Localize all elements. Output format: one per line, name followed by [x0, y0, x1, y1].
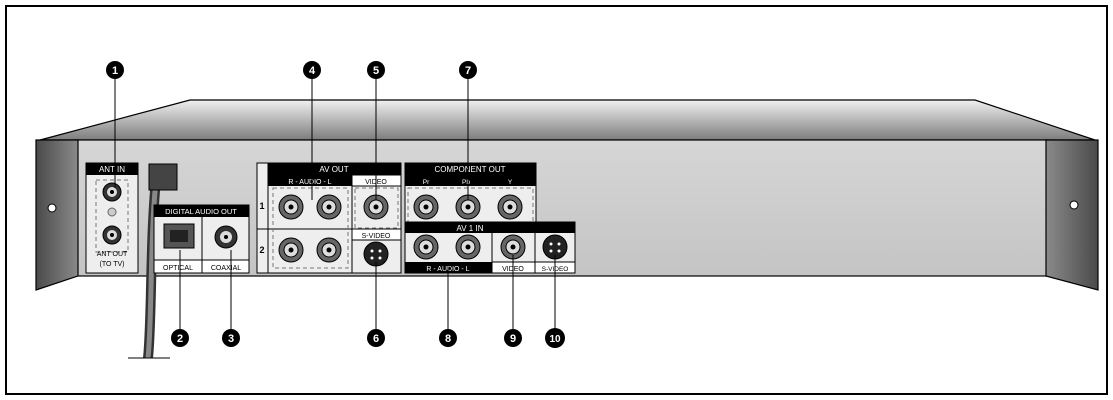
callout-4: 4 [303, 61, 321, 79]
right-screw-hole [1069, 200, 1079, 210]
av-out-row-2: 2 [259, 245, 264, 255]
av-out-2-audio-l [316, 237, 342, 263]
av1-audio-footer [405, 262, 492, 273]
av-out-label: AV OUT [319, 165, 348, 174]
svg-text:4: 4 [309, 65, 316, 77]
svg-text:3: 3 [228, 333, 234, 345]
av1-audio-label: R - AUDIO - L [426, 266, 469, 273]
callout-1: 1 [106, 61, 124, 79]
left-bracket [35, 139, 79, 291]
digital-audio-header [154, 205, 249, 217]
av-out-audio-dashed [272, 187, 349, 269]
optical-port-inner [170, 230, 188, 242]
coaxial-port [214, 225, 238, 249]
svg-text:7: 7 [465, 65, 471, 77]
component-out-subheader [405, 175, 536, 186]
svg-text:2: 2 [177, 333, 183, 345]
digital-audio-out-label: DIGITAL AUDIO OUT [165, 207, 237, 216]
ant-out-sub-label: (TO TV) [99, 261, 124, 268]
component-out-header [405, 163, 536, 175]
coaxial-label: COAXIAL [211, 265, 241, 272]
component-pr-label: Pr [423, 179, 430, 186]
av-out-1-video [363, 194, 389, 220]
av-out-svideo-label: S-VIDEO [362, 233, 391, 240]
callout-3: 3 [222, 329, 240, 347]
ant-out-connector [102, 225, 122, 245]
av1-in-audio-l [455, 234, 481, 260]
device-top [39, 99, 1096, 141]
leader-lines [114, 78, 556, 330]
component-out-label: COMPONENT OUT [435, 165, 506, 174]
component-pb-label: Pb [462, 179, 470, 186]
svg-text:9: 9 [510, 333, 516, 345]
callout-2: 2 [171, 329, 189, 347]
svg-text:6: 6 [373, 333, 379, 345]
av-out-audio-label: R - AUDIO - L [288, 179, 331, 186]
ant-out-label: ANT OUT [97, 251, 128, 258]
svg-text:8: 8 [445, 333, 451, 345]
av-out-1-audio-l [316, 194, 342, 220]
av-out-row-1: 1 [259, 201, 264, 211]
svg-text:1: 1 [112, 65, 118, 77]
av1-in-label: AV 1 IN [457, 224, 484, 233]
av1-in-video [500, 234, 526, 260]
av-out-audio-header [268, 175, 352, 186]
ant-dashed-group [95, 179, 129, 253]
callout-7: 7 [459, 61, 477, 79]
component-y-label: Y [508, 179, 513, 186]
component-pr-port [413, 194, 439, 220]
callout-6: 6 [367, 329, 385, 347]
svg-text:5: 5 [373, 65, 379, 77]
component-y-port [497, 194, 523, 220]
power-cable-highlight [145, 179, 159, 359]
optical-label: OPTICAL [163, 265, 193, 272]
av-out-svideo-header [351, 228, 402, 241]
ant-center-screw [107, 207, 117, 217]
ant-in-connector [102, 182, 122, 202]
component-pb-port [455, 194, 481, 220]
svg-text:10: 10 [549, 334, 561, 345]
left-screw-hole [47, 203, 57, 213]
callout-5: 5 [367, 61, 385, 79]
ant-in-label: ANT IN [99, 165, 125, 174]
av-out-2-audio-r [278, 237, 304, 263]
ant-in-header [86, 163, 138, 175]
av1-in-header [405, 222, 575, 233]
av-out-1-audio-r [278, 194, 304, 220]
callout-9: 9 [504, 329, 522, 347]
av-out-header [268, 163, 401, 175]
right-bracket [1045, 139, 1099, 291]
callout-8: 8 [439, 329, 457, 347]
callout-10: 10 [545, 328, 565, 348]
av1-in-audio-r [413, 234, 439, 260]
power-inlet [148, 163, 178, 191]
